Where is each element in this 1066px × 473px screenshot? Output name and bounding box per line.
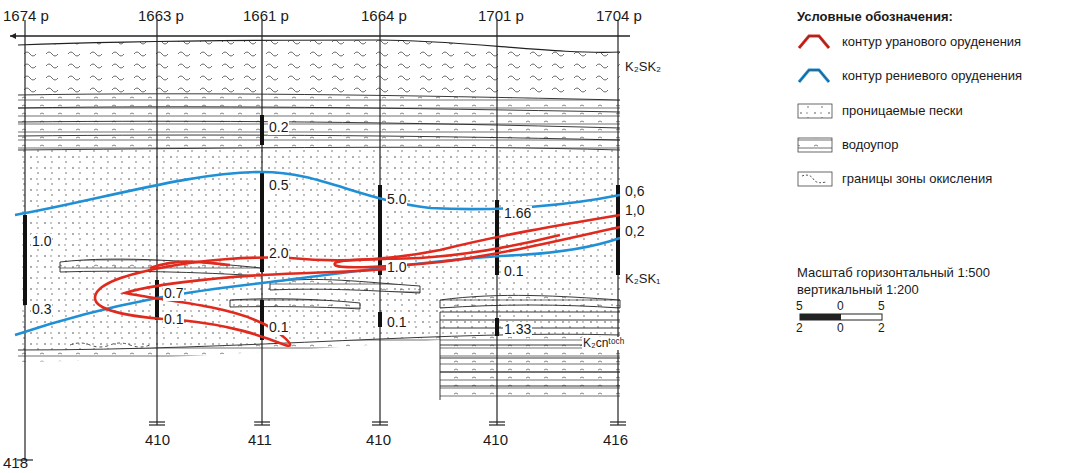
interval-value: 0.1 [268,320,289,335]
interval-value: 1.0 [386,260,407,275]
well-name: 1674 р [3,8,49,24]
scale-number: 2 [878,322,885,335]
well-name: 1704 р [596,8,642,24]
legend-text: контур рениевого оруденения [842,69,1022,83]
interval-value: 0.1 [163,312,184,327]
interval-value: 1.66 [503,206,532,221]
interval-value: 1.0 [31,234,52,249]
well-depth: 410 [145,432,170,448]
scale-number: 0 [837,322,844,335]
well-name: 1661 р [243,8,289,24]
interval-value: 0,6 [624,184,645,199]
legend-text: границы зоны окисления [842,172,992,186]
interval-value: 2.0 [268,246,289,261]
legend-title: Условные обозначения: [797,10,953,24]
scale-note: Масштаб горизонтальный 1:500 [797,266,990,280]
interval-value: 0.3 [31,302,52,317]
interval-value: 0.5 [268,178,289,193]
scale-note: вертикальный 1:200 [797,283,919,297]
well-name: 1701 р [478,8,524,24]
interval-value: 0.1 [503,264,524,279]
scale-number: 5 [878,300,885,313]
horizon-index: K₂SK₂ [624,60,662,74]
legend-text: проницаемые пески [842,104,963,118]
well-depth: 411 [248,432,272,448]
well-name: 1663 р [138,8,184,24]
interval-value: 1,0 [624,203,645,218]
well-depth: 410 [483,432,508,448]
scale-number: 5 [796,300,803,313]
well-depth: 410 [366,432,391,448]
well-name: 1664 р [361,8,407,24]
legend-text: водоупор [842,138,898,152]
legend-text: контур уранового оруденения [842,35,1021,49]
well-depth: 416 [603,432,628,448]
interval-value: 1.33 [503,322,532,337]
interval-value: 0.7 [163,286,184,301]
scale-number: 0 [837,300,844,313]
scale-number: 2 [796,322,803,335]
interval-value: 0.1 [386,315,407,330]
horizon-index: K₂SK₁ [624,272,661,286]
interval-value: 0.2 [268,120,289,135]
well-depth: 418 [3,455,28,471]
horizon-index: K₂cnᵗᵒᶜʰ [582,337,625,350]
interval-value: 5.0 [386,192,407,207]
interval-value: 0,2 [624,224,645,239]
